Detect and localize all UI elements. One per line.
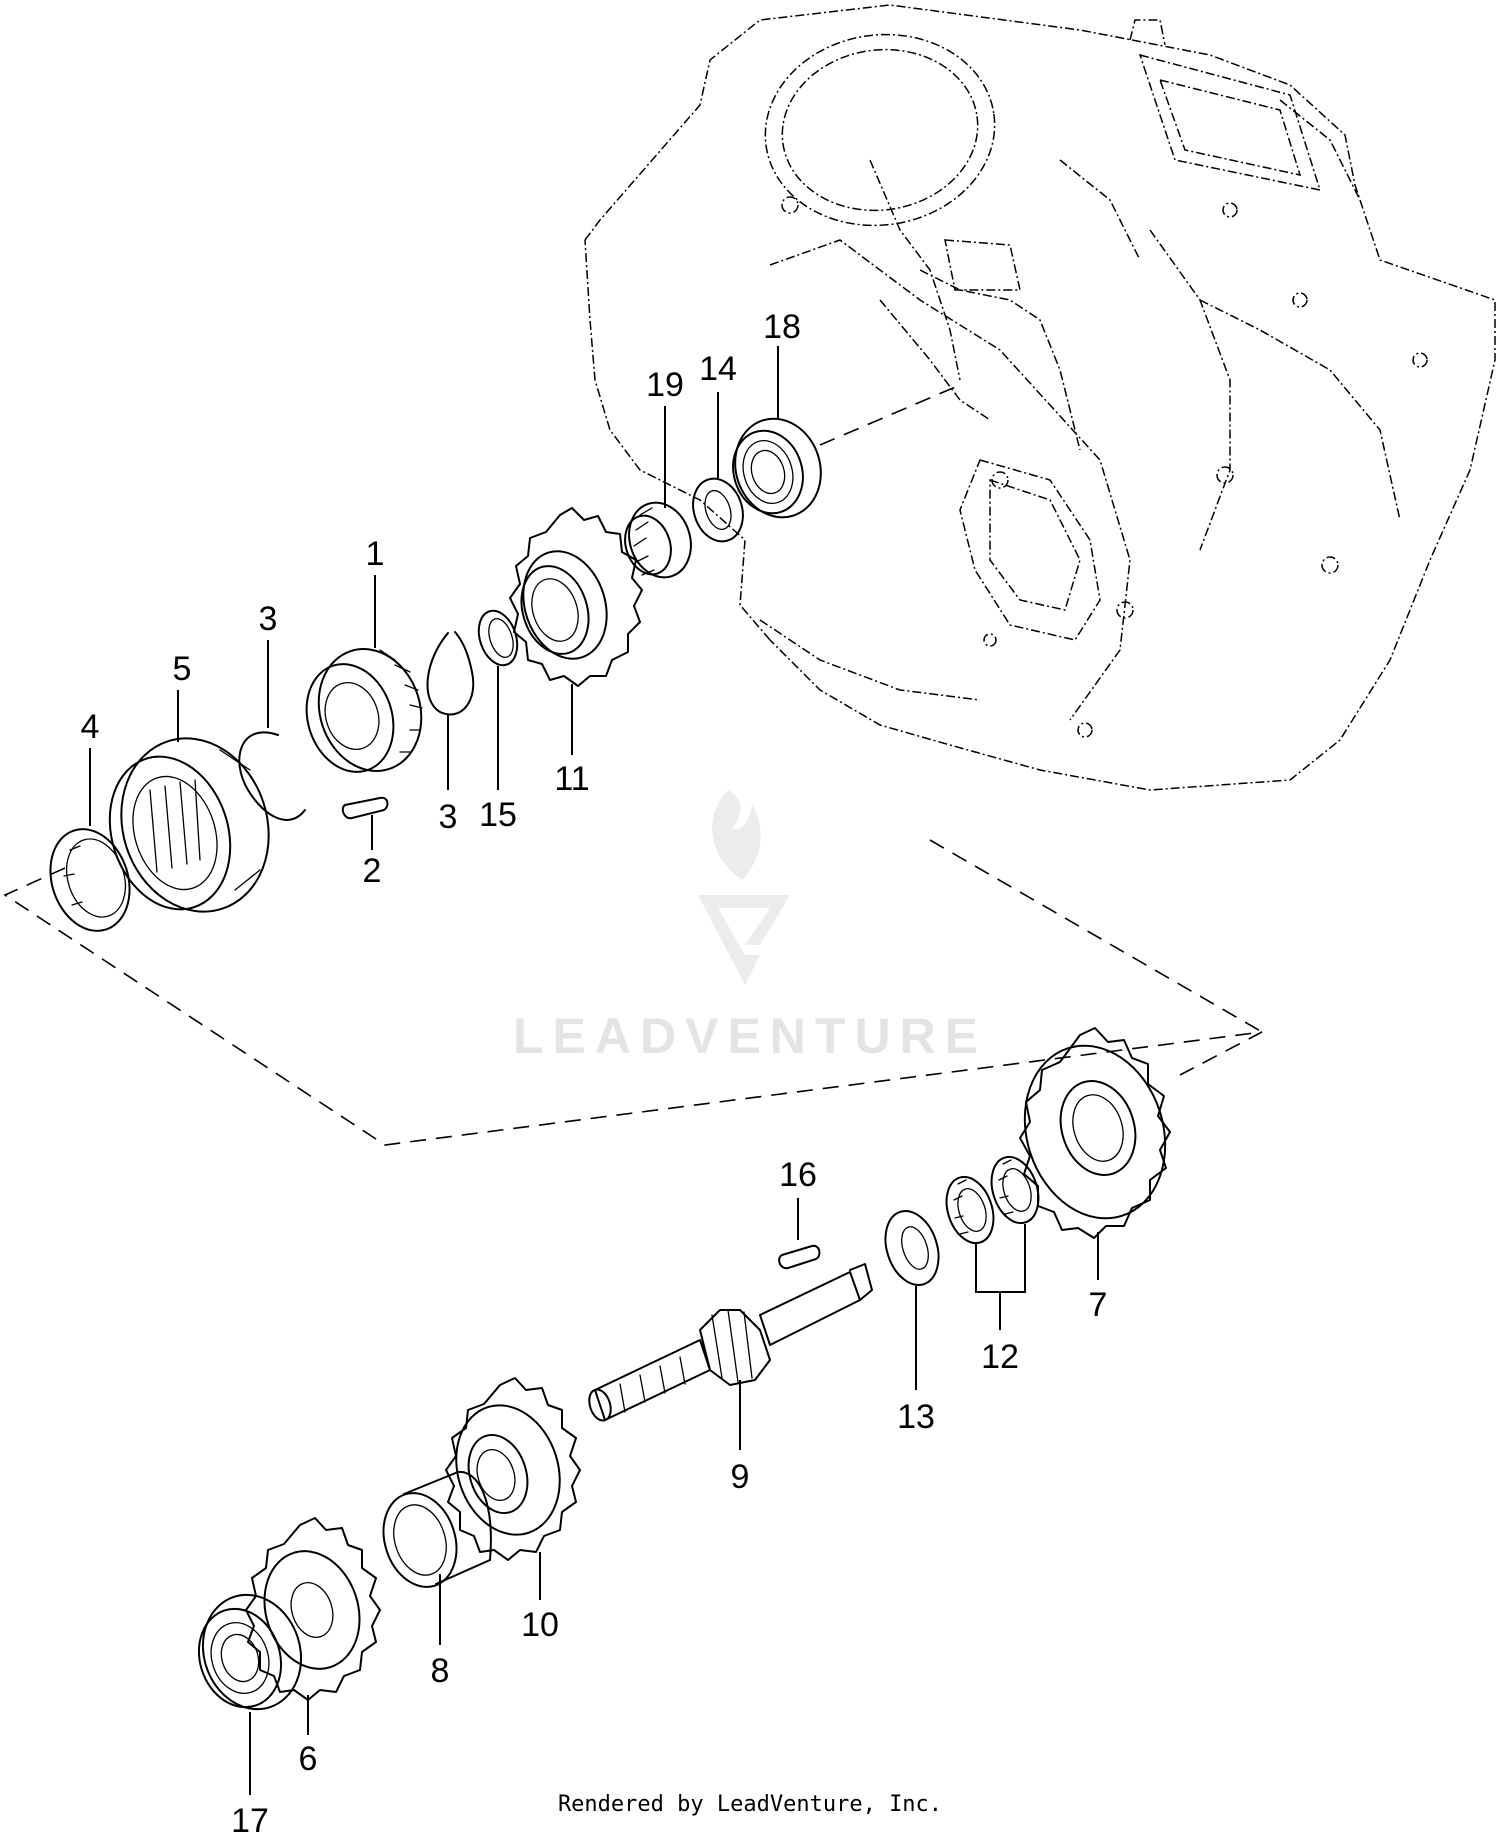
part-11-gear [509, 507, 643, 687]
part-17-ball-bearing [197, 1593, 303, 1711]
part-4-synchronizer-ring [49, 828, 131, 932]
part-18-ball-bearing [732, 417, 822, 519]
callout-17: 17 [231, 1802, 269, 1836]
callout-19: 19 [646, 366, 684, 404]
callout-10: 10 [521, 1606, 559, 1644]
callout-3-left: 3 [259, 600, 278, 638]
part-13-thrust-washer [884, 1210, 940, 1286]
part-6-gear [245, 1517, 381, 1701]
part-2-key [341, 796, 389, 820]
part-8-bushing [382, 1470, 492, 1588]
watermark-text: LEADVENTURE [513, 1008, 987, 1064]
part-19-needle-bearing [624, 501, 692, 579]
callout-2: 2 [363, 852, 382, 890]
callout-1: 1 [366, 535, 385, 573]
callout-6: 6 [299, 1740, 318, 1778]
part-5-shift-sleeve [108, 737, 270, 913]
part-14-collar [692, 477, 744, 543]
part-7-large-gear [1019, 1027, 1171, 1239]
callout-3-right: 3 [439, 798, 458, 836]
part-10-gear [445, 1377, 581, 1561]
footer-credit: Rendered by LeadVenture, Inc. [557, 1792, 943, 1817]
part-9-splined-shaft [588, 1263, 873, 1422]
leader-lines [89, 346, 1099, 1795]
callout-7: 7 [1089, 1286, 1108, 1324]
assembly-link-line [3, 867, 1263, 1146]
callout-9: 9 [731, 1458, 750, 1496]
part-1-synchronizer-hub [305, 648, 423, 773]
callout-16: 16 [779, 1156, 817, 1194]
transmission-housing [584, 4, 1496, 791]
assembly-link-line-2 [929, 839, 1263, 1033]
callout-4: 4 [81, 708, 100, 746]
callout-14: 14 [699, 350, 737, 388]
upper-shaft-centerline [819, 384, 961, 446]
part-15-circlip [477, 609, 519, 667]
part-12-needle-bearings [945, 1155, 1040, 1245]
callout-11: 11 [554, 760, 589, 798]
part-3-snap-ring-right [426, 631, 475, 716]
callout-5: 5 [173, 650, 192, 688]
callout-13: 13 [897, 1398, 935, 1436]
callout-8: 8 [431, 1652, 450, 1690]
watermark-logo [698, 790, 790, 985]
part-16-key [778, 1244, 821, 1270]
callout-labels: 1 2 3 3 4 5 6 7 8 9 10 11 12 13 14 15 16… [81, 308, 1108, 1836]
callout-15: 15 [479, 796, 517, 834]
callout-12: 12 [981, 1338, 1019, 1376]
part-3-snap-ring-left [238, 731, 306, 821]
callout-18: 18 [763, 308, 801, 346]
